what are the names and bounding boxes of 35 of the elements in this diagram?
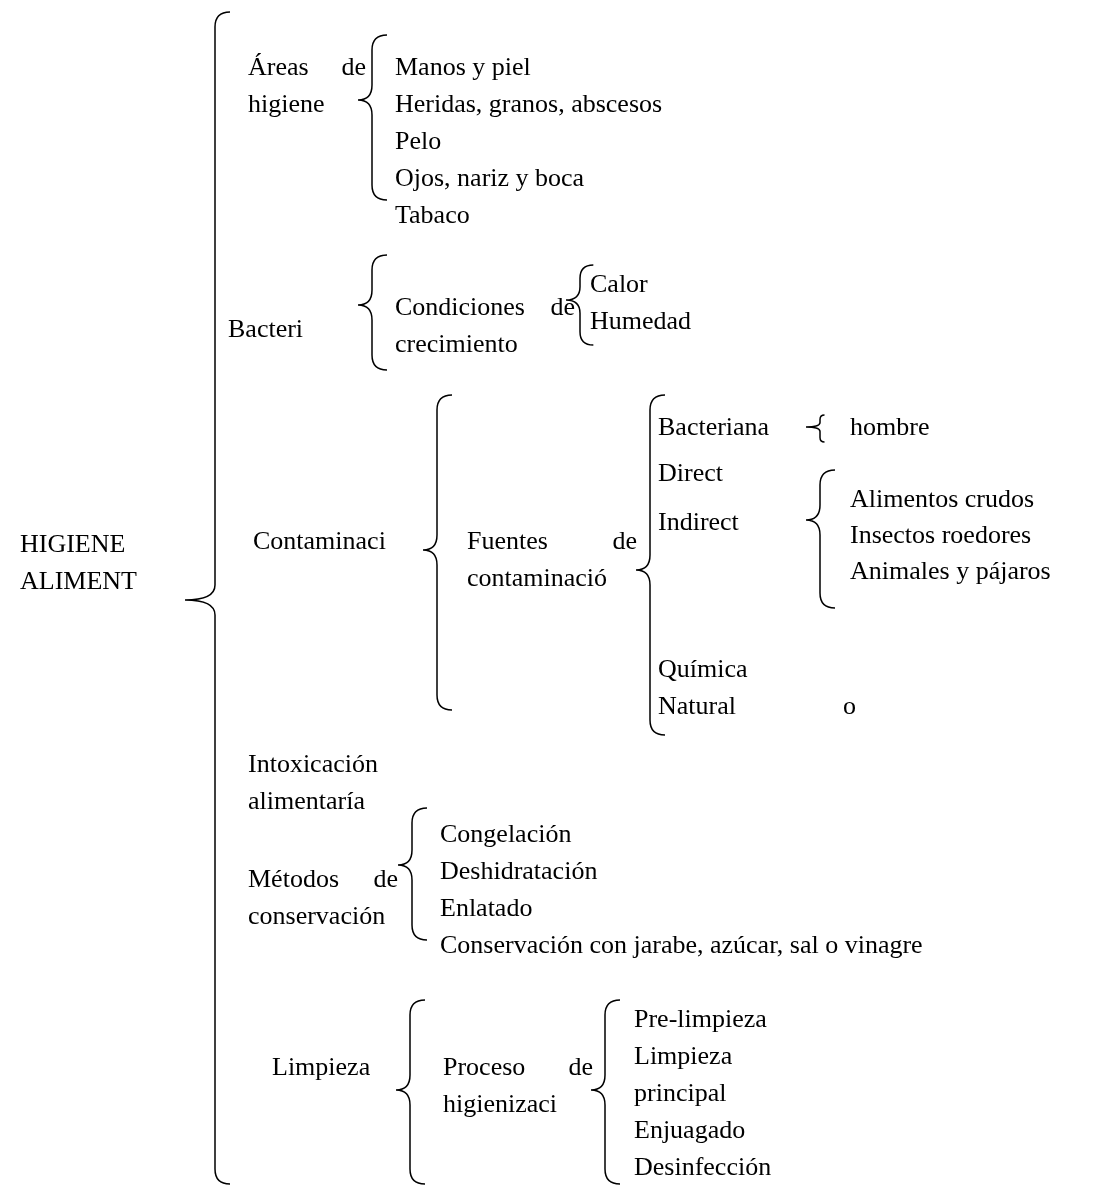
node-text: Humedad [590,302,692,339]
node-text: hombre [850,408,930,445]
node-text: Áreas de higiene [248,48,366,122]
node-text: Calor [590,265,648,302]
node-text: Condiciones de crecimiento [395,288,575,362]
node-text: Desinfección [634,1148,772,1185]
node-text: Limpieza principal [634,1037,764,1111]
node-text: Animales y pájaros [850,552,1051,589]
node-text: Deshidratación [440,852,598,889]
node-text: HIGIENE ALIMENT [20,525,155,599]
node-text: Tabaco [395,196,470,233]
node-text: Congelación [440,815,572,852]
node-text: Manos y piel [395,48,531,85]
node-text: Intoxicación alimentaría [248,745,423,819]
node-text: Conservación con jarabe, azúcar, sal o vinagre [440,926,950,963]
node-text: Química [658,650,748,687]
node-text: Indirect [658,503,739,540]
node-text: Pre-limpieza [634,1000,767,1037]
node-text: Bacteri [228,310,304,347]
node-text: Enlatado [440,889,533,926]
node-text: Natural [658,687,736,724]
node-text: Limpieza [272,1048,371,1085]
node-text: Fuentes de contaminació [467,522,637,596]
node-text: Contaminaci [253,522,386,559]
node-text: Métodos de conservación [248,860,398,934]
node-text: Insectos roedores [850,516,1032,553]
label-text: o [843,690,856,722]
node-text: Alimentos crudos [850,480,1035,517]
node-text: Heridas, granos, abscesos [395,85,663,122]
node-text: Ojos, nariz y boca [395,159,585,196]
node-text: Proceso de higienizaci [443,1048,593,1122]
node-text: Enjuagado [634,1111,746,1148]
node-text: Direct [658,454,723,491]
node-text: Pelo [395,122,442,159]
node-text: Bacteriana [658,408,770,445]
